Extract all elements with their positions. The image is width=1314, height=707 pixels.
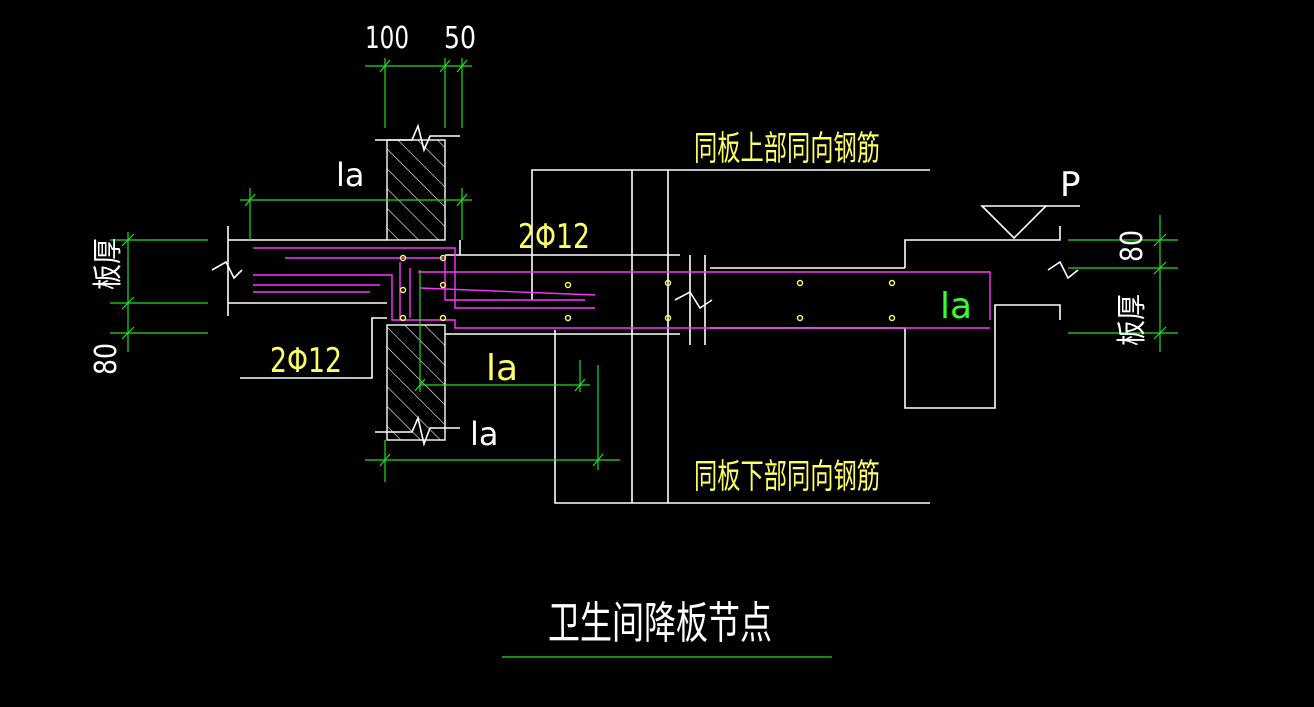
rebar-top-label: 2Φ12: [518, 217, 590, 257]
rebar-lines: [253, 247, 991, 329]
anchorage-length-top-label: la: [336, 156, 365, 194]
wall-section: [375, 123, 460, 447]
rebar-bottom-label: 2Φ12: [270, 341, 342, 381]
bottom-rebar-note: 同板下部同向钢筋: [694, 457, 880, 497]
right-slab-thickness-label: 板厚: [1115, 294, 1150, 346]
dimension-lines: [110, 58, 1178, 658]
anchorage-length-mid-label: la: [486, 348, 518, 389]
left-slab-outline: [211, 226, 387, 379]
load-symbol: [980, 205, 1080, 240]
dimension-50-label: 50: [444, 21, 476, 56]
dimension-100-label: 100: [365, 21, 409, 56]
top-rebar-note: 同板上部同向钢筋: [694, 129, 880, 169]
load-p-label: P: [1060, 165, 1081, 205]
left-slab-thickness-label: 板厚: [91, 238, 126, 290]
right-80-label: 80: [1115, 230, 1150, 262]
anchorage-length-low-label: la: [470, 415, 499, 453]
left-80-label: 80: [89, 343, 124, 375]
drawing-title: 卫生间降板节点: [548, 598, 772, 649]
rebar-dots: [399, 254, 896, 322]
anchorage-length-right-label: la: [940, 286, 972, 327]
